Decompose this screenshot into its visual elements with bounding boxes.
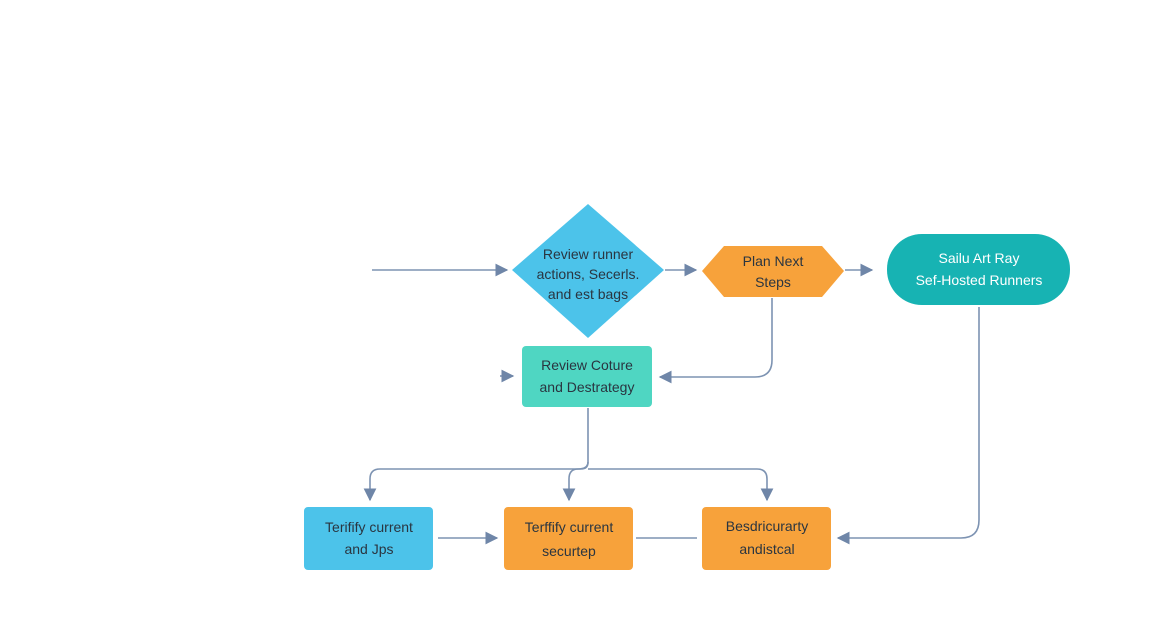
terify2-label-line1: Terffify current: [525, 519, 614, 535]
review-branch-connector: [363, 408, 589, 502]
plan-label-line1: Plan Next: [743, 253, 804, 269]
runners-label-line1: Sailu Art Ray: [939, 250, 1020, 266]
runners-label-line2: Sef-Hosted Runners: [916, 272, 1043, 288]
decision-label-line3: and est bags: [548, 286, 628, 302]
review-runner-decision[interactable]: Review runner actions, Secerls. and est …: [512, 204, 664, 338]
desc-label-line2: andistcal: [739, 541, 794, 557]
plan-to-review-connector: [658, 298, 773, 384]
plan-hexagon-shape: [702, 246, 844, 297]
terify1-label-line2: and Jps: [344, 541, 393, 557]
decision-label-line2: actions, Secerls.: [537, 266, 640, 282]
plan-next-steps-node[interactable]: Plan Next Steps: [702, 246, 844, 297]
review-branch-right-connector: [588, 468, 774, 502]
desc-label-line1: Besdricurarty: [726, 518, 808, 534]
review-box-shape: [522, 346, 652, 407]
terify-current-securtep-node[interactable]: Terffify current securtep: [504, 507, 633, 570]
terify-current-jps-node[interactable]: Terifify current and Jps: [304, 507, 433, 570]
besdricurarty-node[interactable]: Besdricurarty andistcal: [702, 507, 831, 570]
review-label-line1: Review Coture: [541, 357, 633, 373]
connectors: [363, 263, 980, 545]
terify1-box-shape: [304, 507, 433, 570]
self-hosted-runners-node[interactable]: Sailu Art Ray Sef-Hosted Runners: [887, 234, 1070, 305]
plan-label-line2: Steps: [755, 274, 791, 290]
terify1-label-line1: Terifify current: [325, 519, 413, 535]
desc-box-shape: [702, 507, 831, 570]
runners-pill-shape: [887, 234, 1070, 305]
terify2-box-shape: [504, 507, 633, 570]
review-branch-center-connector: [562, 461, 589, 502]
review-coture-node[interactable]: Review Coture and Destrategy: [522, 346, 652, 407]
runners-to-desc-connector: [836, 307, 980, 545]
decision-label-line1: Review runner: [543, 246, 634, 262]
decision-diamond-shape: [512, 204, 664, 338]
review-label-line2: and Destrategy: [540, 379, 635, 395]
terify2-label-line2: securtep: [542, 543, 596, 559]
